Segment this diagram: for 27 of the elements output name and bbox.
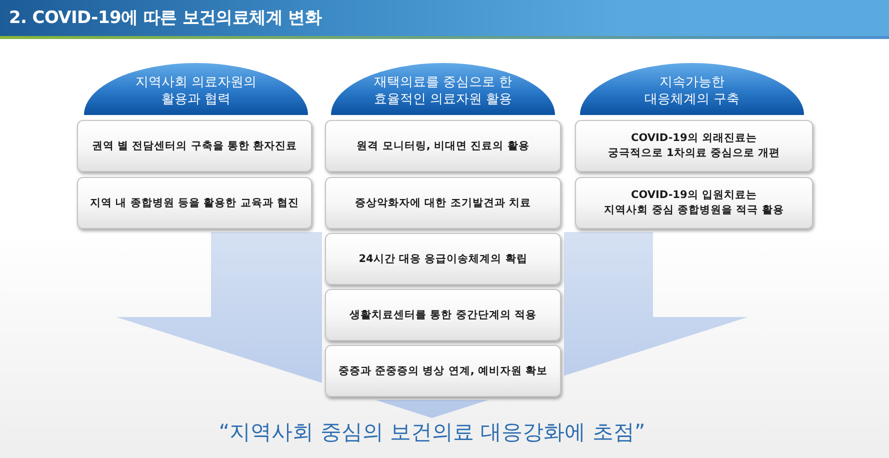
page-title: 2. COVID-19에 따른 보건의료체계 변화 [9, 7, 322, 29]
card-text: 중증과 준중증의 병상 연계, 예비자원 확보 [338, 364, 548, 378]
action-card [575, 177, 813, 229]
card-text: COVID-19의 외래진료는 궁극적으로 1차의료 중심으로 개편 [608, 131, 780, 161]
card-text: 지역 내 종합병원 등을 활용한 교육과 협진 [90, 196, 299, 210]
action-card [77, 177, 312, 229]
action-card [325, 233, 561, 285]
action-card [325, 345, 561, 397]
card-text: 원격 모니터링, 비대면 진료의 활용 [356, 138, 530, 154]
conclusion-text: “지역사회 중심의 보건의료 대응강화에 초점” [218, 418, 646, 446]
column-header [84, 63, 308, 115]
header-text: 재택의료를 중심으로 한 효율적인 의료자원 활용 [374, 74, 512, 108]
card-text: COVID-19의 입원치료는 지역사회 중심 종합병원을 적극 활용 [604, 188, 784, 218]
card-text: 24시간 대응 응급이송체계의 확립 [358, 252, 528, 266]
header-text: 지역사회 의료자원의 활용과 협력 [135, 74, 257, 108]
action-card [77, 120, 312, 172]
action-card [325, 120, 561, 172]
block-arrow [116, 232, 748, 418]
action-card [325, 289, 561, 341]
column-header [331, 63, 555, 115]
header-text: 지속가능한 대응체계의 구축 [644, 74, 740, 108]
card-text: 생활치료센터를 통한 중간단계의 적용 [350, 308, 536, 322]
action-card [575, 120, 813, 172]
column-header [580, 63, 804, 115]
card-text: 증상악화자에 대한 조기발견과 치료 [355, 196, 531, 210]
card-text: 권역 별 전담센터의 구축을 통한 환자진료 [92, 138, 298, 154]
action-card [325, 177, 561, 229]
